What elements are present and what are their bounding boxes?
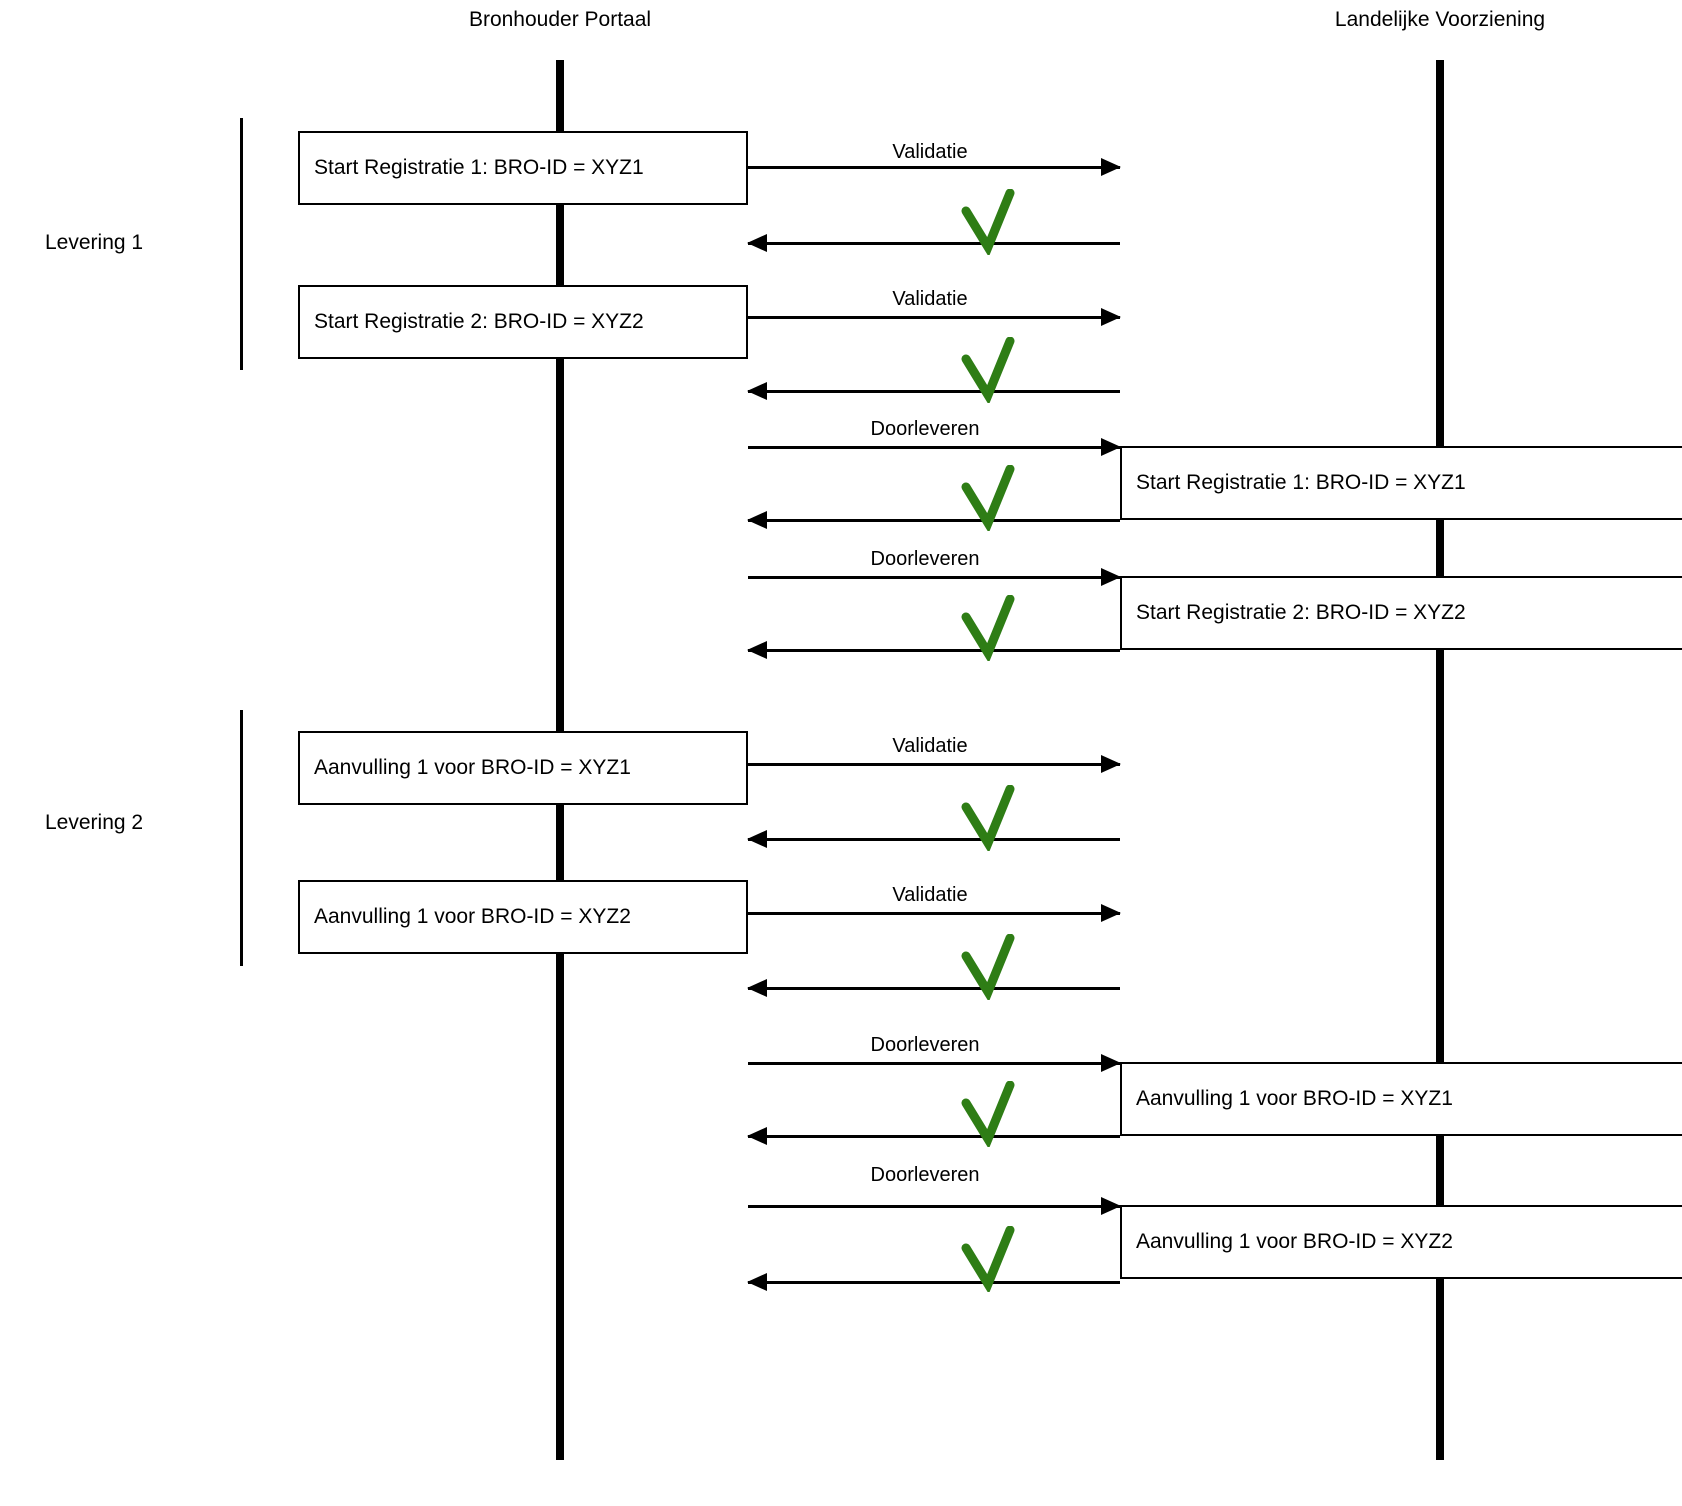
arrow-request-3	[748, 438, 1121, 457]
check-mark-icon-8	[961, 1226, 1015, 1292]
check-mark-icon-2	[961, 337, 1015, 403]
arrow-head-right-icon	[1101, 904, 1121, 923]
arrow-label-3: Doorleveren	[870, 418, 980, 440]
arrow-response-7	[747, 1127, 1120, 1146]
arrow-request-4	[748, 568, 1121, 587]
arrow-head-left-icon	[747, 979, 767, 998]
message-box-right-2[interactable]: Start Registratie 2: BRO-ID = XYZ2	[1120, 576, 1682, 650]
arrow-request-1	[748, 158, 1121, 177]
arrow-head-left-icon	[747, 234, 767, 253]
message-box-left-3-label: Aanvulling 1 voor BRO-ID = XYZ1	[314, 756, 631, 779]
arrow-head-right-icon	[1101, 158, 1121, 177]
arrow-request-6	[748, 904, 1121, 923]
arrow-head-right-icon	[1101, 1054, 1121, 1073]
arrow-label-8: Doorleveren	[870, 1164, 980, 1186]
arrow-head-left-icon	[747, 641, 767, 660]
check-mark-icon-3	[961, 465, 1015, 531]
message-box-right-1[interactable]: Start Registratie 1: BRO-ID = XYZ1	[1120, 446, 1682, 520]
message-box-left-4-label: Aanvulling 1 voor BRO-ID = XYZ2	[314, 905, 631, 928]
arrow-request-5	[748, 755, 1121, 774]
message-box-right-3-label: Aanvulling 1 voor BRO-ID = XYZ1	[1136, 1087, 1453, 1110]
arrow-label-6: Validatie	[892, 884, 968, 906]
arrow-head-right-icon	[1101, 755, 1121, 774]
lifeline-landelijke-voorziening	[1436, 60, 1444, 1460]
message-box-left-4[interactable]: Aanvulling 1 voor BRO-ID = XYZ2	[298, 880, 748, 954]
check-mark-icon-4	[961, 595, 1015, 661]
arrow-label-5: Validatie	[892, 735, 968, 757]
arrow-head-right-icon	[1101, 568, 1121, 587]
arrow-head-left-icon	[747, 382, 767, 401]
arrow-response-5	[747, 830, 1120, 849]
arrow-head-right-icon	[1101, 308, 1121, 327]
message-box-left-1[interactable]: Start Registratie 1: BRO-ID = XYZ1	[298, 131, 748, 205]
arrow-response-8	[747, 1273, 1120, 1292]
group-bracket-levering-1	[240, 118, 243, 370]
arrow-head-right-icon	[1101, 1197, 1121, 1216]
message-box-right-3[interactable]: Aanvulling 1 voor BRO-ID = XYZ1	[1120, 1062, 1682, 1136]
arrow-response-1	[747, 234, 1120, 253]
group-bracket-levering-2	[240, 710, 243, 966]
message-box-right-4-label: Aanvulling 1 voor BRO-ID = XYZ2	[1136, 1230, 1453, 1253]
arrow-label-1: Validatie	[892, 141, 968, 163]
arrow-label-7: Doorleveren	[870, 1034, 980, 1056]
arrow-label-4: Doorleveren	[870, 548, 980, 570]
lifeline-header-right: Landelijke Voorziening	[1334, 8, 1546, 31]
lifeline-header-left: Bronhouder Portaal	[468, 8, 652, 31]
arrow-response-3	[747, 511, 1120, 530]
arrow-response-6	[747, 979, 1120, 998]
arrow-request-7	[748, 1054, 1121, 1073]
group-label-levering-2: Levering 2	[45, 811, 144, 834]
arrow-request-2	[748, 308, 1121, 327]
arrow-label-2: Validatie	[892, 288, 968, 310]
arrow-request-8	[748, 1197, 1121, 1216]
arrow-response-4	[747, 641, 1120, 660]
message-box-left-3[interactable]: Aanvulling 1 voor BRO-ID = XYZ1	[298, 731, 748, 805]
arrow-head-left-icon	[747, 1127, 767, 1146]
message-box-left-1-label: Start Registratie 1: BRO-ID = XYZ1	[314, 156, 644, 179]
arrow-head-left-icon	[747, 830, 767, 849]
group-label-levering-1: Levering 1	[45, 231, 144, 254]
message-box-right-1-label: Start Registratie 1: BRO-ID = XYZ1	[1136, 471, 1466, 494]
arrow-head-left-icon	[747, 1273, 767, 1292]
check-mark-icon-1	[961, 189, 1015, 255]
check-mark-icon-6	[961, 934, 1015, 1000]
message-box-left-2-label: Start Registratie 2: BRO-ID = XYZ2	[314, 310, 644, 333]
arrow-response-2	[747, 382, 1120, 401]
check-mark-icon-5	[961, 785, 1015, 851]
message-box-right-4[interactable]: Aanvulling 1 voor BRO-ID = XYZ2	[1120, 1205, 1682, 1279]
check-mark-icon-7	[961, 1081, 1015, 1147]
message-box-right-2-label: Start Registratie 2: BRO-ID = XYZ2	[1136, 601, 1466, 624]
arrow-head-left-icon	[747, 511, 767, 530]
arrow-head-right-icon	[1101, 438, 1121, 457]
message-box-left-2[interactable]: Start Registratie 2: BRO-ID = XYZ2	[298, 285, 748, 359]
